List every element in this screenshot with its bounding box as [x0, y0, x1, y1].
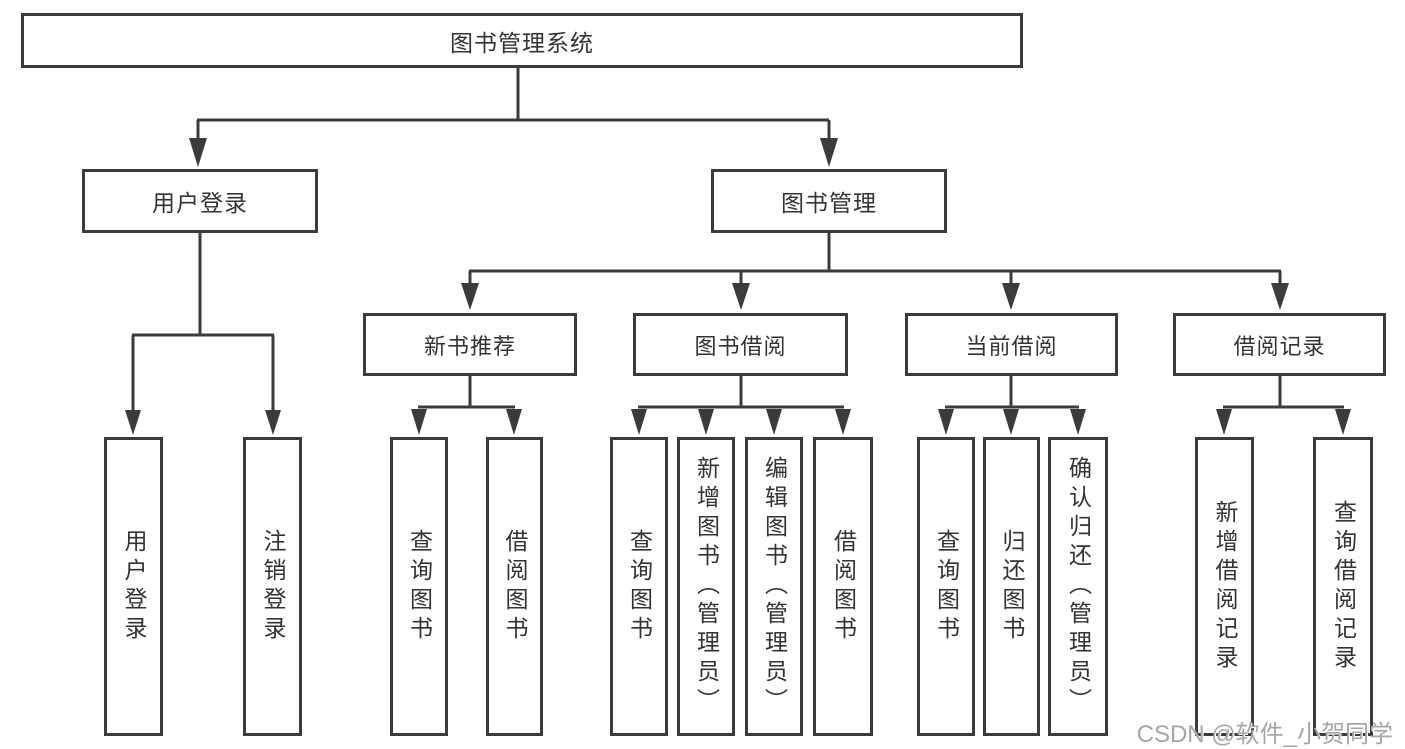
- node-label: 新书推荐: [423, 333, 516, 359]
- node-library-management-system: 图书管理系统: [21, 13, 1023, 68]
- connector-root-to-level2: [189, 68, 838, 167]
- leaf-search-borrow-record: 查询借阅记录: [1313, 437, 1373, 736]
- connector-currentborrow-to-leaves: [938, 376, 1086, 435]
- node-borrow-records: 借阅记录: [1173, 313, 1386, 376]
- leaf-label: 确认归还（管理员）: [1065, 456, 1092, 717]
- connector-userlogin-to-leaves: [125, 233, 281, 435]
- leaf-search-books-recommend: 查询图书: [390, 437, 448, 736]
- leaf-search-books-current: 查询图书: [917, 437, 975, 736]
- node-label: 图书管理: [781, 190, 877, 216]
- leaf-borrow-books: 借阅图书: [813, 437, 873, 736]
- connector-bookmgmt-to-groups: [461, 233, 1289, 310]
- leaf-label: 用户登录: [121, 528, 147, 645]
- leaf-label: 新增借阅记录: [1212, 499, 1238, 674]
- connector-newbooks-to-leaves: [411, 376, 522, 435]
- leaf-user-login: 用户登录: [104, 437, 163, 736]
- leaf-label: 新增图书（管理员）: [693, 456, 720, 717]
- node-book-borrow: 图书借阅: [633, 313, 848, 376]
- leaf-logout: 注销登录: [243, 437, 302, 736]
- node-label: 借阅记录: [1233, 333, 1326, 359]
- connector-borrowrecords-to-leaves: [1216, 376, 1351, 435]
- leaf-return-books: 归还图书: [983, 437, 1040, 736]
- node-label: 图书借阅: [694, 333, 787, 359]
- leaf-confirm-return-admin: 确认归还（管理员）: [1048, 437, 1108, 736]
- leaf-label: 借阅图书: [502, 528, 528, 645]
- node-label: 用户登录: [152, 190, 248, 216]
- leaf-search-books-borrow: 查询图书: [610, 437, 668, 736]
- node-book-management: 图书管理: [711, 169, 947, 233]
- leaf-label: 注销登录: [260, 528, 286, 645]
- node-label: 当前借阅: [965, 333, 1058, 359]
- node-current-borrow: 当前借阅: [905, 313, 1118, 376]
- leaf-label: 查询图书: [933, 528, 960, 645]
- node-user-login: 用户登录: [82, 169, 318, 233]
- node-new-book-recommend: 新书推荐: [363, 313, 577, 376]
- leaf-label: 归还图书: [999, 528, 1025, 645]
- leaf-add-borrow-record: 新增借阅记录: [1195, 437, 1254, 736]
- connector-bookborrow-to-leaves: [631, 376, 851, 435]
- watermark: CSDN @软件_小贺同学: [1136, 721, 1393, 748]
- leaf-label: 查询图书: [406, 528, 433, 645]
- leaf-label: 借阅图书: [830, 528, 857, 645]
- leaf-label: 查询借阅记录: [1330, 499, 1357, 674]
- node-label: 图书管理系统: [450, 29, 594, 56]
- leaf-label: 查询图书: [626, 528, 653, 645]
- leaf-label: 编辑图书（管理员）: [761, 456, 788, 717]
- leaf-add-book-admin: 新增图书（管理员）: [677, 437, 735, 736]
- leaf-borrow-books-recommend: 借阅图书: [486, 437, 543, 736]
- leaf-edit-book-admin: 编辑图书（管理员）: [745, 437, 803, 736]
